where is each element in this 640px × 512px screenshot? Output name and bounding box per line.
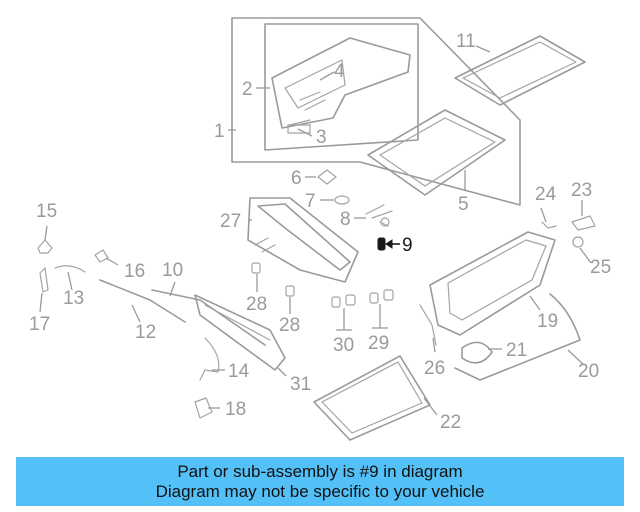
callout-11: 11 [456,31,476,52]
washer-part-7 [334,195,350,205]
plug-28b [285,285,295,297]
callout-12: 12 [135,322,156,343]
callout-28a: 28 [246,294,267,315]
callout-8: 8 [340,209,351,230]
clip-18 [194,397,213,419]
callout-13: 13 [63,288,84,309]
plug-28a [251,262,261,274]
callout-15: 15 [36,201,57,222]
rail-part-27 [257,203,351,271]
bolt-29b [383,289,394,301]
callout-6: 6 [291,168,302,189]
bolt-29a [369,292,379,304]
callout-17: 17 [29,314,50,335]
callout-7: 7 [305,191,316,212]
callout-18: 18 [225,399,246,420]
caption-bar: Part or sub-assembly is #9 in diagram Di… [16,457,624,506]
rail-group-27 [247,197,359,283]
callout-9: 9 [402,235,413,256]
callout-2: 2 [242,79,253,100]
caption-line-1: Part or sub-assembly is #9 in diagram [177,461,463,481]
highlighted-part-9 [377,237,400,251]
roof-panel-5 [367,109,506,196]
callout-14: 14 [228,361,250,382]
glass-22 [313,355,431,441]
strip-13 [54,265,86,273]
rail-31 [194,294,286,371]
roof-assembly-outline [231,17,521,206]
strip-26 [419,304,437,346]
callout-5: 5 [458,194,469,215]
glass-panel-11 [454,35,586,106]
weatherstrip-20 [454,293,581,381]
roof-frame-part [271,37,411,129]
fastener-part-8 [365,204,393,227]
leader-lines [39,45,592,416]
caption-line-2: Diagram may not be specific to your vehi… [155,481,485,501]
clip-part-6 [317,169,337,185]
callout-10: 10 [162,260,183,281]
roof-frame-detail [284,59,346,126]
callout-1: 1 [214,121,225,142]
bracket-23 [571,215,596,231]
seal-strip-12 [99,279,186,323]
callout-3: 3 [316,127,327,148]
clip-17 [39,267,49,293]
callout-22: 22 [440,412,461,433]
callout-4: 4 [334,61,345,82]
callout-26: 26 [424,358,445,379]
callout-23: 23 [571,180,592,201]
callout-25: 25 [590,257,611,278]
drain-hose-14 [199,337,220,381]
clip-15 [37,239,53,254]
callout-28b: 28 [279,315,300,336]
bracket-24 [541,221,557,229]
plug-30b [345,294,356,306]
parts-diagram: 1 2 3 4 5 6 7 8 9 10 11 12 13 14 15 16 1… [29,17,611,441]
callout-30: 30 [333,335,354,356]
callout-29: 29 [368,333,389,354]
callout-21: 21 [506,340,527,361]
screw-25 [572,236,584,248]
callout-19: 19 [537,311,558,332]
plug-30a [331,296,341,308]
seal-strip-10 [151,289,266,346]
callout-24: 24 [535,184,557,205]
bracket-part-3 [287,124,311,134]
callout-31: 31 [290,374,311,395]
callout-20: 20 [578,361,599,382]
motor-21 [461,341,493,364]
callout-16: 16 [124,261,145,282]
callout-27: 27 [220,211,241,232]
roof-panel-group-outline [264,23,419,151]
window-frame-19 [429,231,556,336]
clip-16 [94,249,109,263]
